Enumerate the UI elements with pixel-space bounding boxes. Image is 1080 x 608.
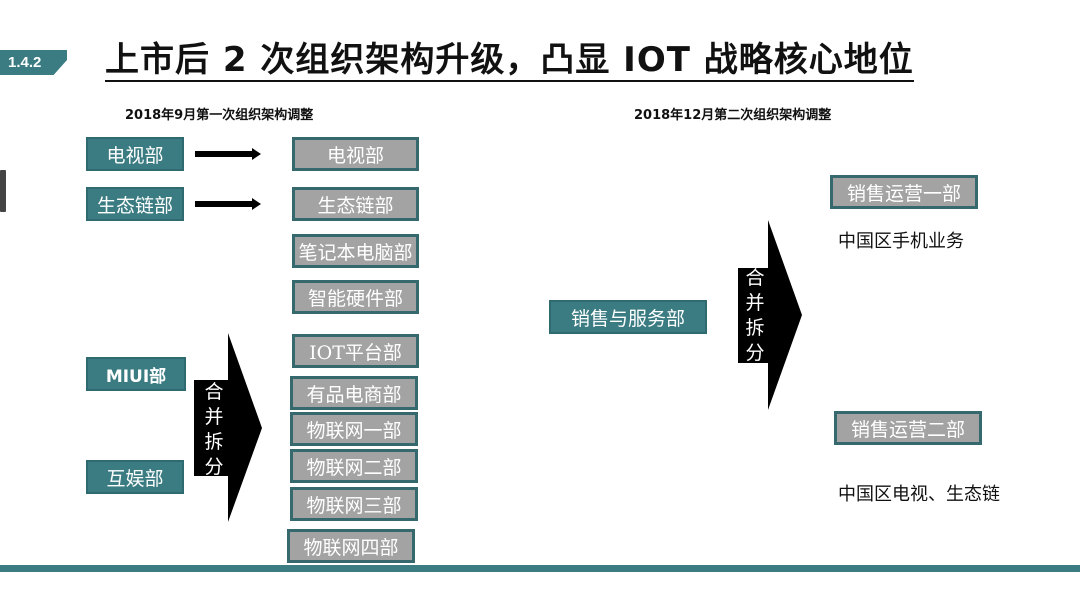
target-box: 笔记本电脑部 (292, 234, 419, 268)
merge-split-label: 合 并 拆 分 (199, 380, 229, 480)
label-char: 拆 (745, 317, 765, 339)
label-char: 分 (745, 342, 765, 364)
label-char: 分 (204, 456, 224, 478)
target-box: 物联网三部 (290, 487, 418, 521)
target-box: 物联网一部 (290, 412, 418, 446)
target-box: 生态链部 (292, 187, 419, 221)
first-adjustment-heading: 2018年9月第一次组织架构调整 (125, 108, 314, 123)
merge-split-arrow-icon (738, 220, 804, 412)
target-box: 电视部 (292, 137, 419, 171)
slide-title: 上市后 2 次组织架构升级，凸显 IOT 战略核心地位 (105, 40, 914, 82)
sales-ops-2-note: 中国区电视、生态链 (838, 484, 1000, 505)
sales-ops-2-box: 销售运营二部 (834, 411, 982, 445)
target-box: 有品电商部 (290, 376, 418, 410)
bottom-bar (0, 565, 1080, 572)
target-box: 物联网四部 (287, 529, 415, 563)
edge-handle (0, 170, 6, 212)
target-box: 物联网二部 (290, 449, 418, 483)
label-char: 并 (745, 292, 765, 314)
source-box: 生态链部 (86, 187, 184, 221)
label-char: 合 (204, 381, 224, 403)
sales-service-box: 销售与服务部 (549, 300, 707, 334)
target-box: 智能硬件部 (292, 280, 419, 314)
source-box: 电视部 (86, 137, 184, 171)
sales-ops-1-note: 中国区手机业务 (838, 231, 964, 252)
label-char: 并 (204, 406, 224, 428)
second-adjustment-heading: 2018年12月第二次组织架构调整 (634, 108, 832, 123)
merge-split-arrow-icon (194, 333, 264, 523)
source-box: MIUI部 (86, 357, 186, 391)
label-char: 合 (745, 267, 765, 289)
source-box: 互娱部 (86, 460, 184, 494)
section-badge: 1.4.2 (0, 50, 67, 75)
arrow-right-icon (195, 148, 261, 160)
target-box: IOT平台部 (292, 334, 419, 368)
label-char: 拆 (204, 431, 224, 453)
sales-ops-1-box: 销售运营一部 (830, 175, 978, 209)
merge-split-label: 合 并 拆 分 (740, 266, 770, 366)
arrow-right-icon (195, 198, 261, 210)
